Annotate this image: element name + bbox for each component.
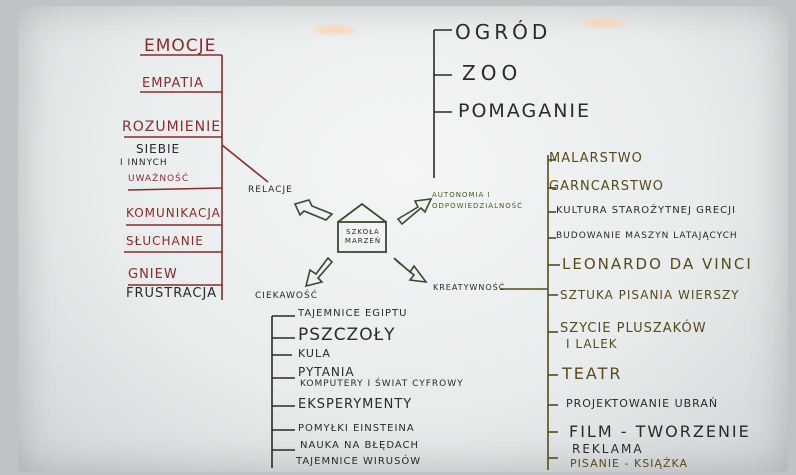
- right-item: PROJEKTOWANIE UBRAŃ: [566, 397, 719, 410]
- center-label: SZKOŁA MARZEŃ: [344, 228, 382, 246]
- bottom-item: KOMPUTERY I ŚWIAT CYFROWY: [300, 379, 464, 389]
- right-item: TEATR: [562, 364, 623, 383]
- right-item: REKLAMA: [572, 442, 644, 456]
- left-item: KOMUNIKACJA: [126, 206, 221, 220]
- branch-kreatywnosc: KREATYWNOŚĆ: [433, 283, 506, 292]
- branch-relacje: RELACJE: [248, 185, 293, 195]
- right-item: GARNCARSTWO: [549, 179, 665, 194]
- bottom-item: EKSPERYMENTY: [298, 397, 413, 412]
- bottom-item: PSZCZOŁY: [298, 325, 396, 345]
- left-item: I INNYCH: [120, 158, 168, 168]
- bottom-item: PYTANIA: [298, 365, 355, 379]
- right-item: SZTUKA PISANIA WIERSZY: [560, 288, 740, 302]
- bottom-item: TAJEMNICE WIRUSÓW: [296, 456, 422, 467]
- branch-autonomia: AUTONOMIA I ODPOWIEDZIALNOŚĆ: [432, 191, 524, 210]
- top-item: POMAGANIE: [458, 100, 592, 122]
- bottom-item: TAJEMNICE EGIPTU: [298, 308, 408, 319]
- right-item: BUDOWANIE MASZYN LATAJĄCYCH: [556, 231, 738, 241]
- bottom-item: NAUKA NA BŁĘDACH: [300, 440, 420, 451]
- right-item: PISANIE - KSIĄŻKA: [570, 457, 689, 470]
- left-item: UWAŻNOŚĆ: [128, 174, 190, 184]
- whiteboard: [18, 6, 788, 472]
- branch-ciekawosc: CIEKAWOŚĆ: [255, 291, 319, 301]
- right-item: SZYCIE PLUSZAKÓW: [560, 321, 707, 336]
- right-item: MALARSTWO: [549, 151, 643, 166]
- right-item: FILM - TWORZENIE: [569, 422, 751, 441]
- top-item: ZOO: [462, 61, 523, 85]
- bottom-item: KULA: [298, 347, 331, 360]
- bottom-item: POMYŁKI EINSTEINA: [298, 423, 415, 434]
- left-item: SIEBIE: [136, 142, 181, 156]
- right-item: I LALEK: [566, 337, 618, 351]
- right-item: LEONARDO DA VINCI: [562, 255, 753, 273]
- left-item: FRUSTRACJA: [126, 286, 217, 301]
- left-item: SŁUCHANIE: [126, 234, 204, 248]
- left-item: ROZUMIENIE: [122, 119, 222, 135]
- right-item: KULTURA STAROŻYTNEJ GRECJI: [556, 205, 737, 216]
- ceiling-light-reflection: [312, 24, 358, 36]
- ceiling-light-reflection: [582, 17, 628, 29]
- top-item: OGRÓD: [455, 20, 552, 44]
- left-item: GNIEW: [128, 267, 178, 282]
- left-item: EMPATIA: [142, 76, 204, 91]
- left-item: EMOCJE: [144, 36, 217, 56]
